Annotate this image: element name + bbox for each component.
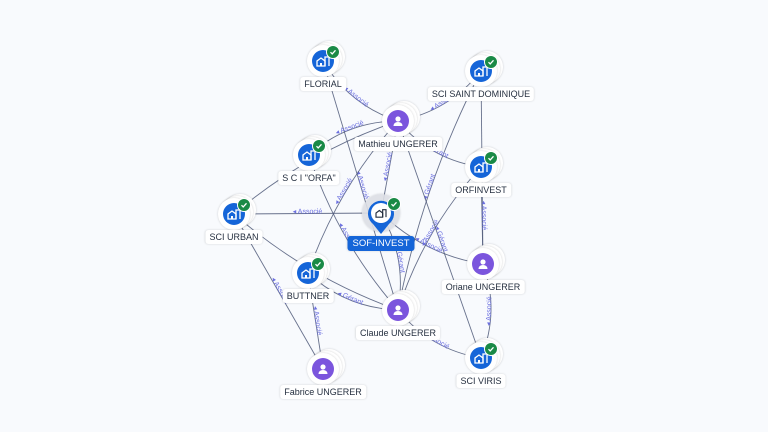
edge-label: ◂ Associé — [335, 120, 365, 137]
edge-label: ◂ Gérant — [336, 290, 364, 307]
verified-check-icon — [311, 257, 325, 271]
edge-label: ◂ Associé — [486, 296, 494, 326]
person-icon — [312, 358, 334, 380]
verified-check-icon — [237, 198, 251, 212]
edge-label: ◂ Associé — [293, 208, 323, 215]
verified-check-icon — [387, 197, 401, 211]
edge-label: ◂ Associé — [480, 201, 488, 231]
node-label: FLORIAL — [300, 77, 346, 91]
node-label: Fabrice UNGERER — [280, 385, 366, 399]
verified-check-icon — [484, 342, 498, 356]
node-label: SOF-INVEST — [347, 236, 415, 251]
edge-label: ◂ Gérant — [394, 246, 406, 274]
edge-claude-florial — [322, 60, 399, 311]
node-label: SCI SAINT DOMINIQUE — [427, 87, 535, 101]
verified-check-icon — [484, 55, 498, 69]
node-label: Mathieu UNGERER — [354, 137, 442, 151]
node-label: Claude UNGERER — [355, 326, 441, 340]
node-label: S C I "ORFA" — [278, 171, 340, 185]
node-label: SCI VIRIS — [456, 374, 506, 388]
person-icon — [387, 110, 409, 132]
edge-label: ◂ Associé — [342, 85, 370, 109]
node-label: ORFINVEST — [451, 183, 511, 197]
edge-label: ◂ Associé — [311, 306, 322, 336]
node-label: BUTTNER — [282, 289, 334, 303]
verified-check-icon — [326, 45, 340, 59]
edge-label: ◂ Associé — [382, 151, 394, 181]
verified-check-icon — [484, 151, 498, 165]
verified-check-icon — [312, 139, 326, 153]
building-icon — [374, 206, 388, 220]
node-label: Oriane UNGERER — [441, 280, 525, 294]
person-icon — [387, 299, 409, 321]
person-icon — [472, 253, 494, 275]
node-label: SCI URBAN — [205, 230, 263, 244]
